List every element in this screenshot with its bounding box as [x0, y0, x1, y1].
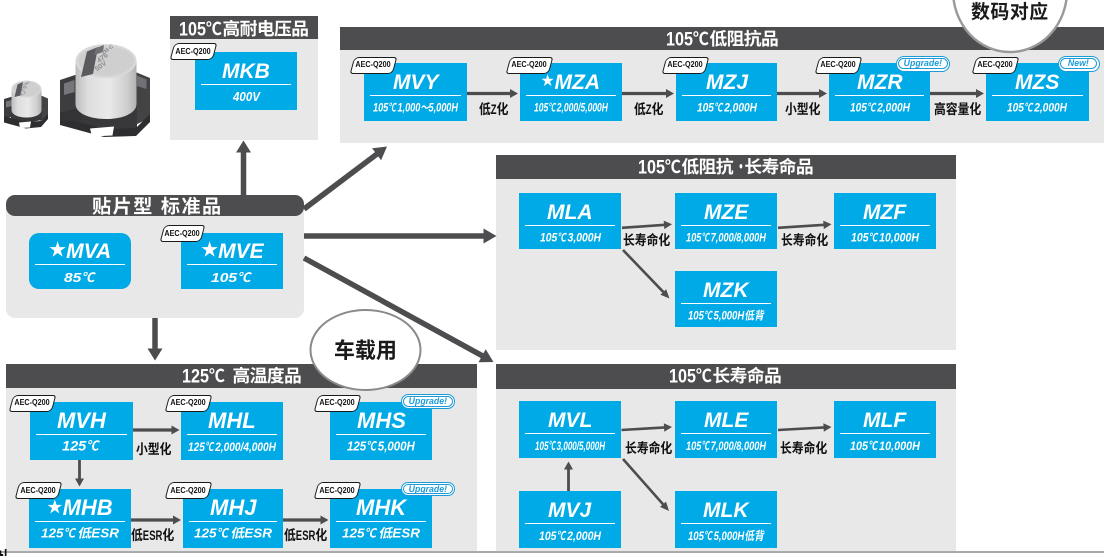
svg-text:MHB: MHB: [63, 495, 113, 520]
svg-text:3,000H: 3,000H: [567, 232, 601, 245]
svg-text:125: 125: [41, 526, 64, 540]
svg-text:470: 470: [20, 84, 29, 92]
svg-text:ESR: ESR: [392, 526, 420, 540]
svg-text:MLK: MLK: [703, 499, 750, 522]
svg-text:MZK: MZK: [703, 279, 750, 302]
svg-text:105: 105: [539, 530, 557, 543]
svg-text:17Mc: 17Mc: [21, 80, 30, 88]
svg-text:105: 105: [1007, 102, 1025, 115]
svg-text:E: E: [143, 527, 149, 543]
svg-text:5,000H: 5,000H: [378, 439, 415, 454]
svg-text:MLE: MLE: [704, 409, 749, 432]
svg-text:ESR: ESR: [244, 526, 272, 540]
svg-text:MVE: MVE: [218, 240, 265, 263]
svg-text:1,000: 1,000: [397, 103, 420, 115]
svg-text:105: 105: [686, 439, 702, 452]
svg-text:105: 105: [179, 18, 206, 40]
svg-text:105: 105: [211, 271, 238, 285]
svg-text:MZJ: MZJ: [706, 71, 749, 94]
svg-text:ESR: ESR: [91, 526, 119, 540]
svg-text:MHK: MHK: [356, 495, 408, 520]
svg-text:7,000/8,000H: 7,000/8,000H: [711, 233, 767, 245]
svg-text:R: R: [156, 527, 163, 543]
svg-text:6.3: 6.3: [19, 89, 27, 97]
svg-text:7,000/8,000H: 7,000/8,000H: [711, 439, 767, 452]
svg-text:MZA: MZA: [555, 71, 601, 94]
svg-text:3,000/5,000H: 3,000/5,000H: [557, 440, 606, 453]
svg-text:105: 105: [373, 103, 388, 115]
svg-text:MVL: MVL: [548, 409, 592, 432]
svg-text:105: 105: [688, 530, 705, 543]
svg-text:10,000H: 10,000H: [879, 232, 920, 245]
svg-text:125: 125: [182, 365, 209, 387]
svg-text:2,000H: 2,000H: [566, 530, 602, 543]
svg-text:MHL: MHL: [208, 408, 256, 433]
svg-text:2,000H: 2,000H: [1033, 102, 1068, 115]
svg-text:10,000H: 10,000H: [879, 440, 921, 453]
svg-text:105: 105: [669, 366, 696, 388]
svg-text:MZE: MZE: [704, 201, 749, 224]
svg-text:2,000/4,000H: 2,000/4,000H: [214, 441, 277, 454]
svg-text:105: 105: [540, 232, 558, 245]
svg-text:MVH: MVH: [57, 408, 107, 433]
svg-text:2,000H: 2,000H: [723, 102, 758, 115]
svg-text:MVJ: MVJ: [548, 499, 593, 522]
svg-text:105: 105: [534, 102, 549, 114]
svg-text:E: E: [296, 527, 302, 543]
svg-text:Z: Z: [491, 101, 497, 117]
svg-text:105: 105: [697, 102, 715, 115]
svg-text:105: 105: [666, 29, 693, 51]
svg-text:105: 105: [688, 310, 704, 323]
svg-text:MVY: MVY: [393, 71, 441, 94]
svg-text:105: 105: [638, 156, 665, 178]
svg-text:MZF: MZF: [863, 201, 907, 224]
svg-text:MLA: MLA: [547, 201, 593, 224]
svg-text:S: S: [150, 527, 156, 543]
svg-text:5,000H: 5,000H: [429, 103, 459, 115]
svg-text:125: 125: [62, 438, 86, 453]
svg-text:105: 105: [851, 232, 869, 245]
svg-text:MVA: MVA: [66, 240, 111, 263]
svg-text:R: R: [309, 527, 316, 543]
svg-text:MHJ: MHJ: [210, 495, 257, 520]
svg-text:85: 85: [64, 271, 82, 286]
svg-text:Z: Z: [646, 101, 652, 117]
svg-text:125: 125: [194, 526, 217, 540]
svg-text:105: 105: [850, 440, 869, 453]
svg-text:2,000H: 2,000H: [876, 102, 911, 115]
svg-text:125: 125: [188, 441, 206, 454]
svg-text:5,000H: 5,000H: [714, 310, 745, 323]
svg-text:125: 125: [342, 526, 365, 540]
svg-text:105: 105: [535, 440, 549, 453]
svg-text:MZS: MZS: [1015, 71, 1059, 94]
svg-text:MLF: MLF: [863, 409, 907, 432]
svg-text:105: 105: [686, 233, 702, 245]
svg-text:5,000H: 5,000H: [714, 530, 745, 543]
svg-text:MZR: MZR: [857, 71, 903, 94]
svg-text:MKB: MKB: [222, 60, 270, 83]
svg-text:125: 125: [347, 439, 366, 454]
svg-text:105: 105: [850, 102, 868, 115]
svg-text:2,000/5,000H: 2,000/5,000H: [556, 102, 609, 114]
svg-text:400V: 400V: [232, 89, 262, 104]
svg-text:S: S: [303, 527, 309, 543]
svg-text:MHS: MHS: [357, 408, 406, 433]
